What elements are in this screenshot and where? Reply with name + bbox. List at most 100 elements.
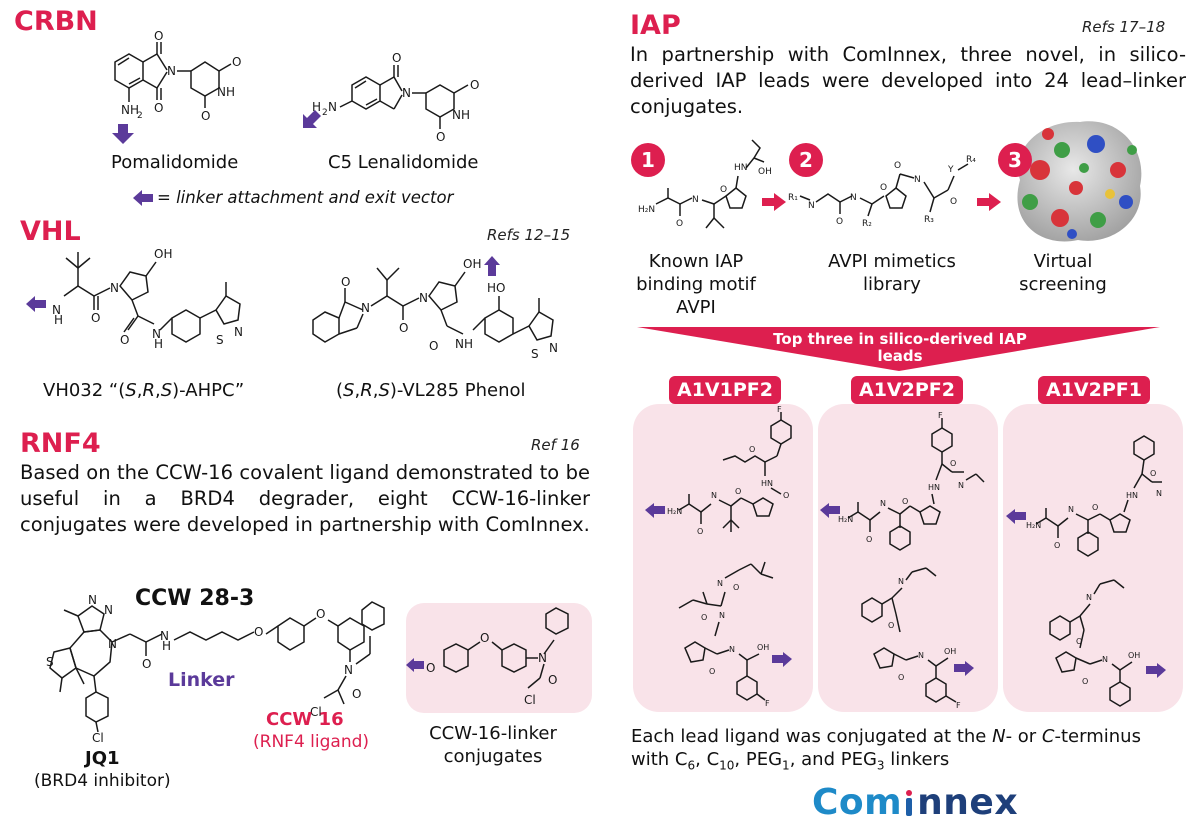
svg-text:O: O — [232, 55, 241, 69]
lead3-structures: O N HN O N O H₂N N O O N OH — [1026, 435, 1162, 707]
svg-text:O: O — [1082, 677, 1088, 686]
svg-text:O: O — [880, 183, 887, 193]
svg-text:O: O — [866, 535, 872, 544]
svg-text:O: O — [950, 197, 957, 207]
footer-post: -terminus — [1054, 726, 1141, 747]
step-1-caption: Known IAP binding motif AVPI — [636, 250, 756, 319]
svg-text:H: H — [162, 639, 171, 653]
svg-text:N: N — [729, 645, 735, 654]
lead-label-a1v1pf2: A1V1PF2 — [669, 376, 781, 404]
rnf4-ref: Ref 16 — [531, 436, 580, 454]
svg-text:N: N — [914, 175, 921, 185]
vl285-r: R — [360, 380, 373, 401]
svg-text:O: O — [950, 459, 956, 468]
svg-text:O: O — [697, 527, 703, 536]
logo-i-icon — [904, 790, 914, 816]
vh032-suffix: )-AHPC” — [172, 380, 245, 401]
step-2-badge: 2 — [789, 143, 823, 177]
vl285-s1: S — [343, 380, 355, 401]
jq1-label: JQ1 — [85, 748, 120, 769]
protein-surface-image — [1017, 121, 1142, 242]
lead2-c-arrow — [954, 661, 974, 676]
logo-com: Com — [812, 782, 903, 823]
iap-footer: Each lead ligand was conjugated at the N… — [631, 725, 1187, 778]
vl285-comma1: , — [354, 380, 361, 401]
svg-text:N: N — [538, 651, 547, 665]
svg-text:N: N — [361, 301, 370, 315]
svg-text:N: N — [850, 193, 857, 203]
svg-text:O: O — [91, 311, 100, 325]
rnf4-paragraph: Based on the CCW-16 covalent ligand demo… — [20, 461, 590, 536]
svg-text:F: F — [765, 699, 770, 708]
step-2-line1: AVPI mimetics — [828, 251, 956, 272]
svg-text:OH: OH — [1128, 651, 1140, 660]
lenalidomide-exit-arrow — [303, 110, 321, 128]
vh032-r: R — [142, 380, 155, 401]
step-3-line2: screening — [1019, 274, 1107, 295]
footer-sub3: 3 — [876, 758, 885, 773]
vh032-exit-arrow — [26, 296, 46, 312]
svg-text:HN: HN — [1126, 491, 1138, 500]
svg-text:O: O — [1150, 469, 1156, 478]
svg-text:O: O — [436, 130, 445, 144]
svg-text:O: O — [733, 583, 739, 592]
lead-label-a1v2pf2: A1V2PF2 — [851, 376, 963, 404]
svg-text:O: O — [783, 491, 789, 500]
vh032-comma2: , — [154, 380, 161, 401]
svg-text:OH: OH — [944, 647, 956, 656]
vh032-structure: NH O N OH O NH NS — [52, 247, 243, 351]
ccw16-conjugate-caption: CCW-16-linker conjugates — [418, 722, 568, 768]
vhl-heading: VHL — [20, 216, 81, 247]
vl285-s2: S — [378, 380, 390, 401]
svg-text:N: N — [110, 281, 119, 295]
svg-text:HO: HO — [487, 281, 505, 295]
vh032-label: VH032 “(S,R,S)-AHPC” — [43, 380, 244, 401]
avpi-mimetics-structure: R₁ N O N R₂ O O N R₃ O Y R₄ — [788, 155, 976, 229]
lead1-c-arrow — [772, 652, 792, 667]
svg-text:N: N — [234, 325, 243, 339]
svg-text:O: O — [429, 339, 438, 353]
svg-text:F: F — [956, 701, 961, 710]
svg-text:O: O — [1092, 503, 1098, 512]
svg-text:N: N — [419, 291, 428, 305]
svg-text:N: N — [88, 593, 97, 607]
svg-text:Y: Y — [947, 165, 954, 175]
svg-text:N: N — [719, 611, 725, 620]
svg-text:H: H — [54, 313, 63, 327]
svg-text:O: O — [1076, 637, 1082, 646]
footer-sub1: 1 — [782, 758, 790, 773]
svg-text:O: O — [749, 445, 755, 454]
svg-text:N: N — [918, 651, 924, 660]
ccw16-sub: (RNF4 ligand) — [253, 732, 370, 752]
svg-text:N: N — [402, 86, 411, 100]
footer-l2c: , PEG — [734, 749, 783, 770]
ccw16-conjugate-box — [406, 603, 592, 713]
svg-text:O: O — [154, 29, 163, 43]
pomalidomide-structure: OO N O O NH NH2 — [114, 29, 241, 123]
svg-text:NH: NH — [455, 337, 473, 351]
svg-text:NH: NH — [217, 85, 235, 99]
vh032-comma1: , — [136, 380, 143, 401]
lead3-c-arrow — [1146, 663, 1166, 678]
svg-text:N: N — [808, 201, 815, 211]
svg-text:Cl: Cl — [92, 731, 104, 745]
vh032-s1: S — [125, 380, 137, 401]
footer-n: N — [992, 726, 1006, 747]
pomalidomide-label: Pomalidomide — [111, 152, 239, 173]
svg-text:H₂N: H₂N — [638, 205, 655, 215]
svg-text:N: N — [880, 499, 886, 508]
step-1-line2: binding motif — [636, 274, 756, 295]
svg-text:N: N — [104, 603, 113, 617]
svg-text:N: N — [328, 100, 337, 114]
lead3-n-arrow — [1006, 509, 1026, 524]
logo-nnex: nnex — [917, 782, 1019, 823]
svg-text:N: N — [152, 327, 161, 341]
svg-text:O: O — [254, 625, 263, 639]
footer-l2b: , C — [695, 749, 720, 770]
svg-text:N: N — [108, 637, 117, 651]
svg-text:O: O — [142, 657, 151, 671]
svg-text:N: N — [52, 303, 61, 317]
svg-text:O: O — [735, 487, 741, 496]
svg-text:R₄: R₄ — [966, 155, 976, 165]
